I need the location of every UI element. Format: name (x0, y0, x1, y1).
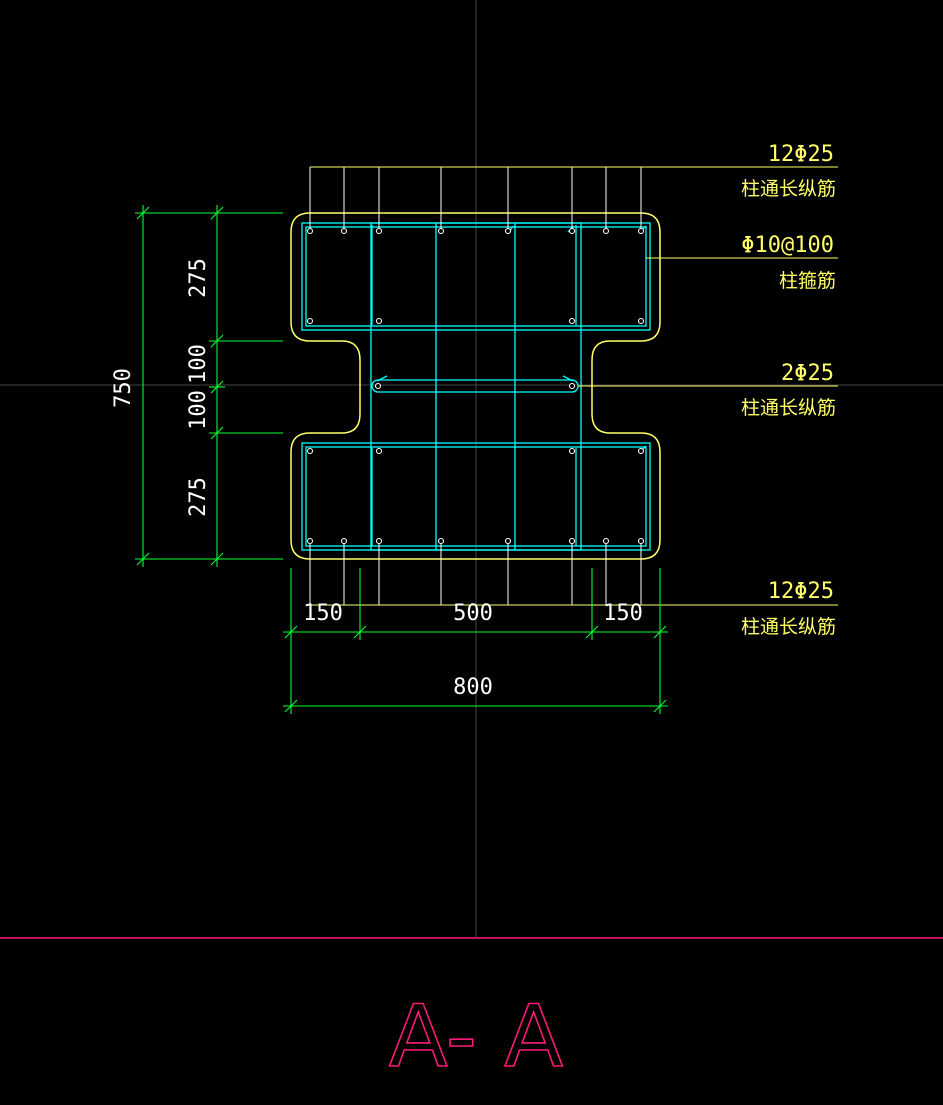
dim-total-width: 800 (453, 675, 493, 700)
top-stirrup-inner (305, 226, 647, 327)
rebar (375, 317, 383, 325)
rebar (637, 317, 645, 325)
dim-total-vertical: 750 (111, 368, 136, 408)
rebar (637, 447, 645, 455)
leader-horizontals (310, 166, 838, 606)
bottom-stirrup-inner (305, 446, 647, 547)
dim-top-height: 275 (186, 258, 211, 298)
rebar (340, 227, 348, 235)
tick (136, 206, 150, 220)
rebar (568, 227, 576, 235)
rebar (437, 227, 445, 235)
tick (210, 552, 224, 566)
stirrup-spec: Φ10@100 (741, 233, 834, 258)
dim-middle-width: 500 (453, 601, 493, 626)
dim-left-width: 150 (303, 601, 343, 626)
tick (284, 625, 298, 639)
top-bars-desc: 柱通长纵筋 (741, 178, 836, 200)
tick (353, 625, 367, 639)
rebar (306, 227, 314, 235)
tick (210, 206, 224, 220)
vertical-dimensions (135, 205, 283, 567)
section-title: A- A (389, 987, 563, 1087)
tick (136, 552, 150, 566)
mid-tie-hook-left (376, 375, 388, 382)
stirrup-desc: 柱箍筋 (779, 270, 836, 292)
rebar (504, 537, 512, 545)
dim-mid-lower: 100 (186, 390, 211, 430)
rebar (504, 227, 512, 235)
bottom-bars-desc: 柱通长纵筋 (741, 616, 836, 638)
horizontal-dimensions (283, 568, 668, 714)
rebar (306, 317, 314, 325)
bottom-bars-spec: 12Φ25 (768, 579, 834, 604)
top-bars-spec: 12Φ25 (768, 142, 834, 167)
rebars (306, 227, 645, 545)
rebar (375, 537, 383, 545)
rebar (568, 317, 576, 325)
tick (653, 699, 667, 713)
dim-mid-upper: 100 (186, 344, 211, 384)
tick (210, 380, 224, 394)
rebar (637, 537, 645, 545)
rebar (568, 382, 576, 390)
rebar (568, 537, 576, 545)
mid-bars-desc: 柱通长纵筋 (741, 397, 836, 419)
rebar (340, 537, 348, 545)
rebar (602, 537, 610, 545)
rebar (306, 447, 314, 455)
rebar (374, 382, 382, 390)
dim-right-width: 150 (603, 601, 643, 626)
tick (585, 625, 599, 639)
tick (284, 699, 298, 713)
tie-legs (371, 225, 577, 546)
crosshair (0, 0, 943, 938)
leaders (309, 167, 642, 605)
tick (210, 334, 224, 348)
tick (653, 625, 667, 639)
stirrups (301, 222, 651, 551)
dim-bottom-height: 275 (186, 477, 211, 517)
rebar (602, 227, 610, 235)
mid-bars-spec: 2Φ25 (781, 361, 834, 386)
mid-tie (371, 379, 579, 393)
rebar (306, 537, 314, 545)
rebar (437, 537, 445, 545)
tick (210, 426, 224, 440)
rebar (568, 447, 576, 455)
mid-tie-hook-right (562, 375, 574, 382)
rebar (375, 227, 383, 235)
rebar (637, 227, 645, 235)
rebar (375, 447, 383, 455)
